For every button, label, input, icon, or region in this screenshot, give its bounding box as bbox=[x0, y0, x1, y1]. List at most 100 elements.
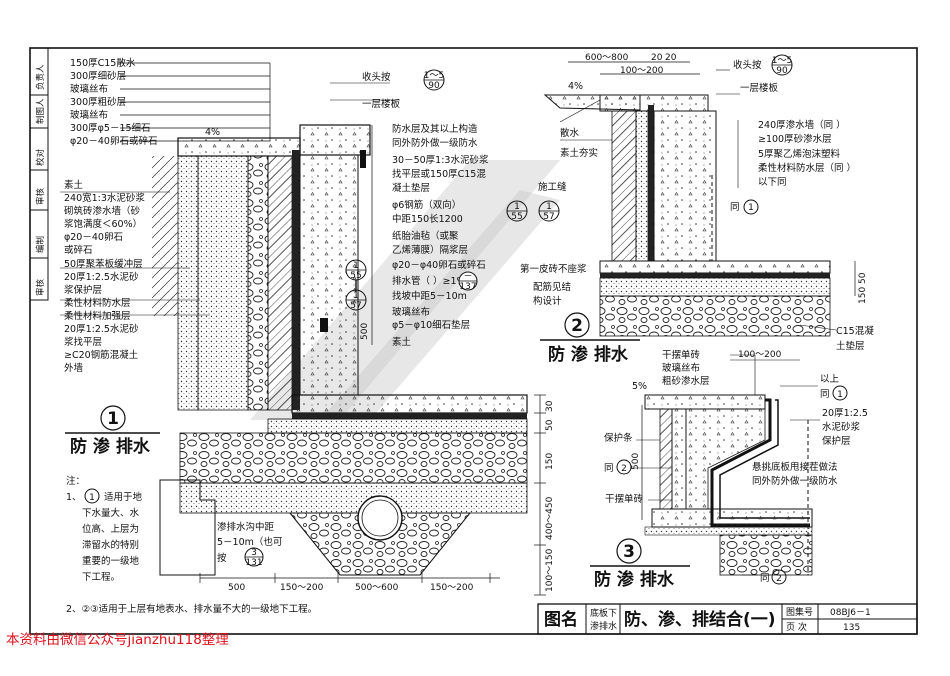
label: 同外防外做一级防水 bbox=[752, 475, 838, 487]
label: 第一皮砖不座浆 bbox=[520, 263, 587, 275]
label: 柔性材料加强层 bbox=[64, 310, 131, 322]
label: 同 bbox=[820, 389, 830, 400]
label: 20厚1:2.5水泥砂 bbox=[64, 323, 139, 335]
slope: 4% bbox=[568, 81, 583, 92]
drain-callout: 3 131 bbox=[244, 547, 264, 568]
coarse-sand-layer bbox=[197, 155, 249, 411]
label: 收头按 bbox=[733, 59, 762, 71]
label: 悬挑底板甩接茬做法 bbox=[752, 461, 838, 473]
side-strip-label: 校对 bbox=[35, 148, 46, 166]
floor-slab bbox=[299, 124, 371, 156]
svg-text:防 渗 排水: 防 渗 排水 bbox=[594, 569, 675, 590]
label: 土垫层 bbox=[836, 340, 865, 352]
title-sub: 底板下 bbox=[590, 607, 617, 619]
svg-text:1～5: 1～5 bbox=[424, 71, 444, 81]
dim: 500 bbox=[228, 583, 245, 593]
label: 20厚1:2.5 bbox=[822, 408, 868, 419]
label: 300厚φ5－15细石 bbox=[70, 122, 151, 134]
section-mark-b: 1 57 bbox=[345, 289, 367, 311]
detail-3: 干摆单砖 玻璃丝布 粗砂渗水层 100～200 5% 以上 同 1 20厚1:2… bbox=[590, 349, 868, 590]
side-strip-label: 审核 bbox=[35, 278, 46, 296]
svg-text:1: 1 bbox=[748, 203, 754, 213]
label: 300厚细砂层 bbox=[70, 70, 126, 82]
svg-text:滞留水的特别: 滞留水的特别 bbox=[82, 539, 139, 551]
base-slab bbox=[291, 394, 528, 414]
svg-text:1: 1 bbox=[353, 261, 359, 271]
label: 一层楼板 bbox=[740, 82, 779, 94]
svg-text:1～5: 1～5 bbox=[772, 56, 792, 66]
section-mark-2a: 1 55 bbox=[506, 200, 528, 222]
svg-text:55: 55 bbox=[350, 271, 361, 281]
dim: 500～600 bbox=[355, 583, 399, 593]
label: 240厚渗水墙（同 ） bbox=[758, 119, 846, 131]
label: 同 bbox=[604, 463, 614, 474]
svg-text:137: 137 bbox=[459, 282, 476, 292]
label: 构设计 bbox=[533, 295, 562, 307]
label: 砌筑砖渗水墙（砂 bbox=[64, 205, 141, 217]
label: 玻璃丝布 bbox=[662, 362, 700, 374]
callout-detail-2: 1～5 90 bbox=[771, 54, 793, 76]
page-no: 135 bbox=[843, 623, 860, 633]
atlas-label: 图集号 bbox=[786, 606, 813, 618]
brick-seepage-wall bbox=[267, 155, 293, 411]
side-strip-label: 制图人 bbox=[35, 98, 46, 124]
label: 或碎石 bbox=[64, 244, 93, 256]
base-waterproof bbox=[292, 413, 527, 419]
label: 乙烯薄膜）隔浆层 bbox=[392, 244, 468, 256]
label: 柔性材料防水层（同 ） bbox=[758, 162, 856, 174]
dim: 150～200 bbox=[280, 583, 324, 593]
svg-text:3: 3 bbox=[623, 542, 635, 562]
slope: 4% bbox=[205, 127, 220, 138]
drain-trench bbox=[288, 512, 472, 576]
label: C15混凝 bbox=[836, 326, 874, 337]
label: 保护层 bbox=[822, 435, 851, 447]
dim: 50 bbox=[545, 419, 555, 431]
detail-1-title: 1 防 渗 排水 bbox=[65, 405, 160, 457]
svg-text:90: 90 bbox=[428, 81, 440, 91]
label: 浆保护层 bbox=[64, 284, 102, 296]
callout-detail: 1～5 90 bbox=[423, 69, 445, 91]
dim: 20 bbox=[665, 53, 677, 63]
title-label: 图名 bbox=[544, 609, 578, 630]
rc-wall bbox=[299, 154, 359, 396]
label: 300厚粗砂层 bbox=[70, 96, 126, 108]
label: 收头按 bbox=[362, 71, 391, 83]
side-strip: 负责人 制图人 校对 审核 编制 审核 bbox=[29, 47, 49, 301]
pipe-callout: － 137 bbox=[458, 271, 478, 292]
label: 同 bbox=[730, 202, 740, 213]
svg-text:注：: 注： bbox=[66, 475, 85, 487]
label: 找平层或150厚C15混 bbox=[392, 168, 486, 180]
svg-text:适用于地: 适用于地 bbox=[104, 491, 143, 503]
label: φ20－40卵石或碎石 bbox=[70, 135, 157, 147]
watermark-text: 本资料由微信公众号jianzhu118整理 bbox=[6, 632, 229, 648]
label: 找坡中距5－10m bbox=[392, 290, 467, 302]
detail-2-title: 2 防 渗 排水 bbox=[540, 312, 640, 365]
label: 水泥砂浆 bbox=[822, 421, 861, 433]
svg-text:1: 1 bbox=[837, 390, 843, 400]
atlas-no: 08BJ6－1 bbox=[830, 608, 871, 618]
title-block: 图名 底板下 渗排水 防、渗、排结合(一) 图集号 08BJ6－1 页 次 13… bbox=[537, 603, 918, 635]
title-sub: 渗排水 bbox=[590, 620, 617, 632]
side-strip-label: 编制 bbox=[35, 236, 46, 253]
label: 保护条 bbox=[604, 432, 633, 444]
label: 素土 bbox=[392, 336, 412, 348]
label: 20厚1:2.5水泥砂 bbox=[64, 271, 139, 283]
svg-text:防 渗 排水: 防 渗 排水 bbox=[70, 436, 151, 457]
label: φ20－40卵石 bbox=[64, 232, 123, 243]
svg-text:位高、上层为: 位高、上层为 bbox=[82, 523, 139, 535]
svg-text:57: 57 bbox=[543, 212, 554, 222]
svg-text:1、: 1、 bbox=[66, 492, 82, 503]
label: 以上 bbox=[820, 374, 840, 385]
fine-sand-layer bbox=[177, 155, 199, 411]
svg-text:下工程。: 下工程。 bbox=[82, 572, 120, 583]
label: 配筋见结 bbox=[533, 281, 571, 293]
dim: 150～200 bbox=[430, 583, 474, 593]
side-strip-label: 负责人 bbox=[35, 64, 46, 90]
label: 以下同 bbox=[758, 177, 787, 188]
dim: 150 bbox=[545, 453, 555, 470]
label: 一层楼板 bbox=[362, 98, 401, 110]
gravel-layer bbox=[247, 155, 269, 411]
svg-text:下水量大、水: 下水量大、水 bbox=[82, 507, 140, 519]
label: 玻璃丝布 bbox=[70, 109, 108, 121]
leveling bbox=[267, 418, 528, 434]
